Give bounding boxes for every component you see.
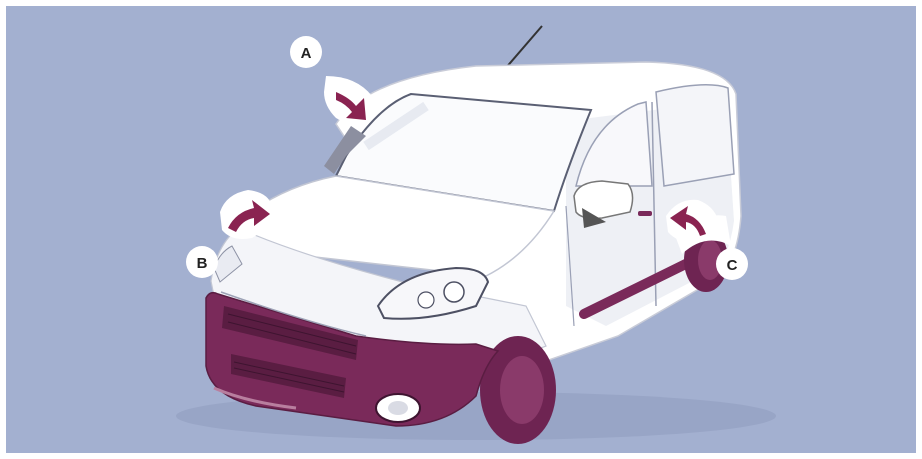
- van-illustration: A B C: [6, 6, 916, 453]
- callout-c-label: C: [727, 257, 738, 274]
- callout-a: A: [290, 36, 373, 124]
- rear-side-window: [656, 85, 734, 186]
- callout-b-label: B: [197, 255, 208, 272]
- door-handle: [638, 211, 652, 216]
- diagram-frame: A B C: [6, 6, 916, 453]
- callout-a-label: A: [301, 45, 312, 62]
